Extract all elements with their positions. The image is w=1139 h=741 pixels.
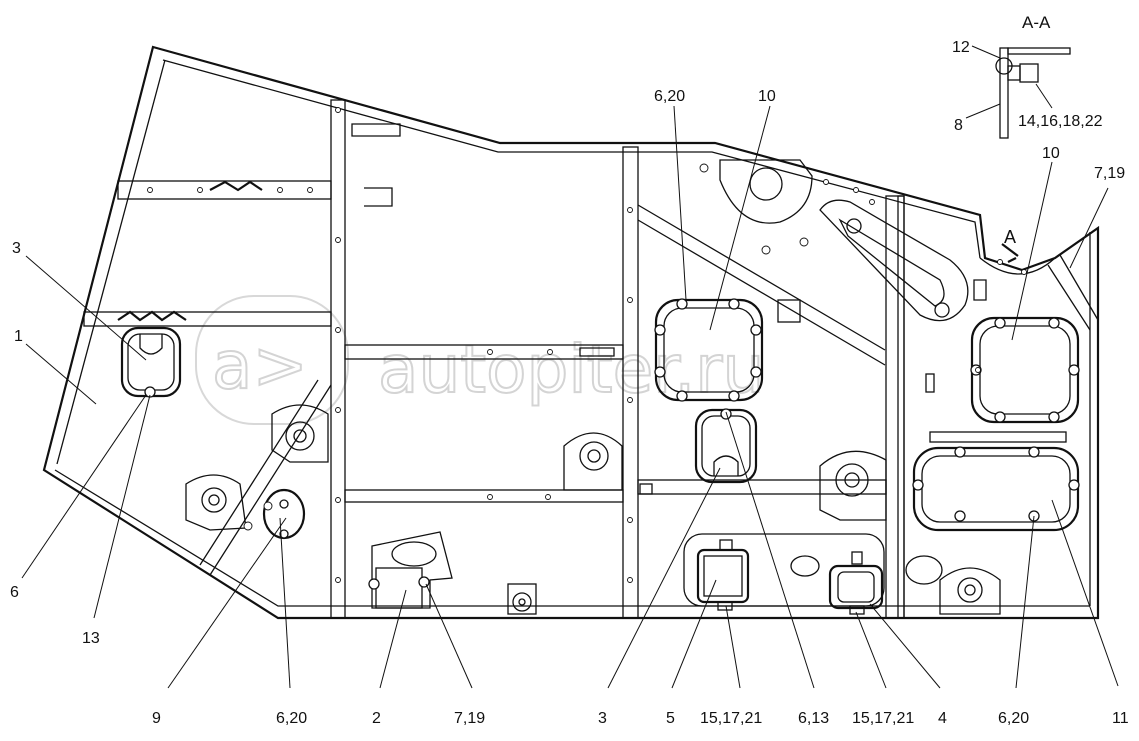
label-13: 13 — [82, 630, 100, 647]
label-5: 5 — [666, 710, 675, 727]
hatches — [120, 298, 1080, 615]
small-details — [147, 107, 1027, 583]
stiffeners — [117, 180, 263, 322]
label-7-19-bottom: 7,19 — [454, 710, 485, 727]
label-14-16-18-22: 14,16,18,22 — [1018, 113, 1103, 130]
watermark-badge-text: a> — [212, 327, 308, 404]
watermark-text: autopiter.ru — [378, 331, 764, 408]
view-mark-label: A — [1004, 227, 1016, 247]
label-6: 6 — [10, 584, 19, 601]
label-3-bottom: 3 — [598, 710, 607, 727]
label-7-19-right: 7,19 — [1094, 165, 1125, 182]
horizontal-bars — [83, 180, 1099, 576]
leader-lines — [21, 105, 1119, 689]
label-3: 3 — [12, 240, 21, 257]
label-8: 8 — [954, 117, 963, 134]
section-aa-detail: A-A — [965, 13, 1071, 139]
label-2: 2 — [372, 710, 381, 727]
label-6-20-top: 6,20 — [654, 88, 685, 105]
label-12: 12 — [952, 39, 970, 56]
label-11: 11 — [1112, 710, 1129, 727]
label-6-13: 6,13 — [798, 710, 829, 727]
label-15-17-21-a: 15,17,21 — [700, 710, 762, 727]
section-title: A-A — [1022, 13, 1051, 32]
view-mark: A — [1001, 227, 1019, 263]
vertical-posts — [330, 99, 905, 619]
label-15-17-21-b: 15,17,21 — [852, 710, 914, 727]
label-10-top: 10 — [758, 88, 776, 105]
label-1: 1 — [14, 328, 23, 345]
label-6-20-bottom-right: 6,20 — [998, 710, 1029, 727]
label-9: 9 — [152, 710, 161, 727]
brackets — [185, 159, 1001, 615]
label-10-right: 10 — [1042, 145, 1060, 162]
label-6-20-left: 6,20 — [276, 710, 307, 727]
position-labels: 3 1 6 13 9 6,20 2 7,19 3 5 15,17,21 6,13… — [10, 39, 1129, 727]
watermark: a> autopiter.ru — [195, 295, 765, 425]
label-4: 4 — [938, 710, 947, 727]
